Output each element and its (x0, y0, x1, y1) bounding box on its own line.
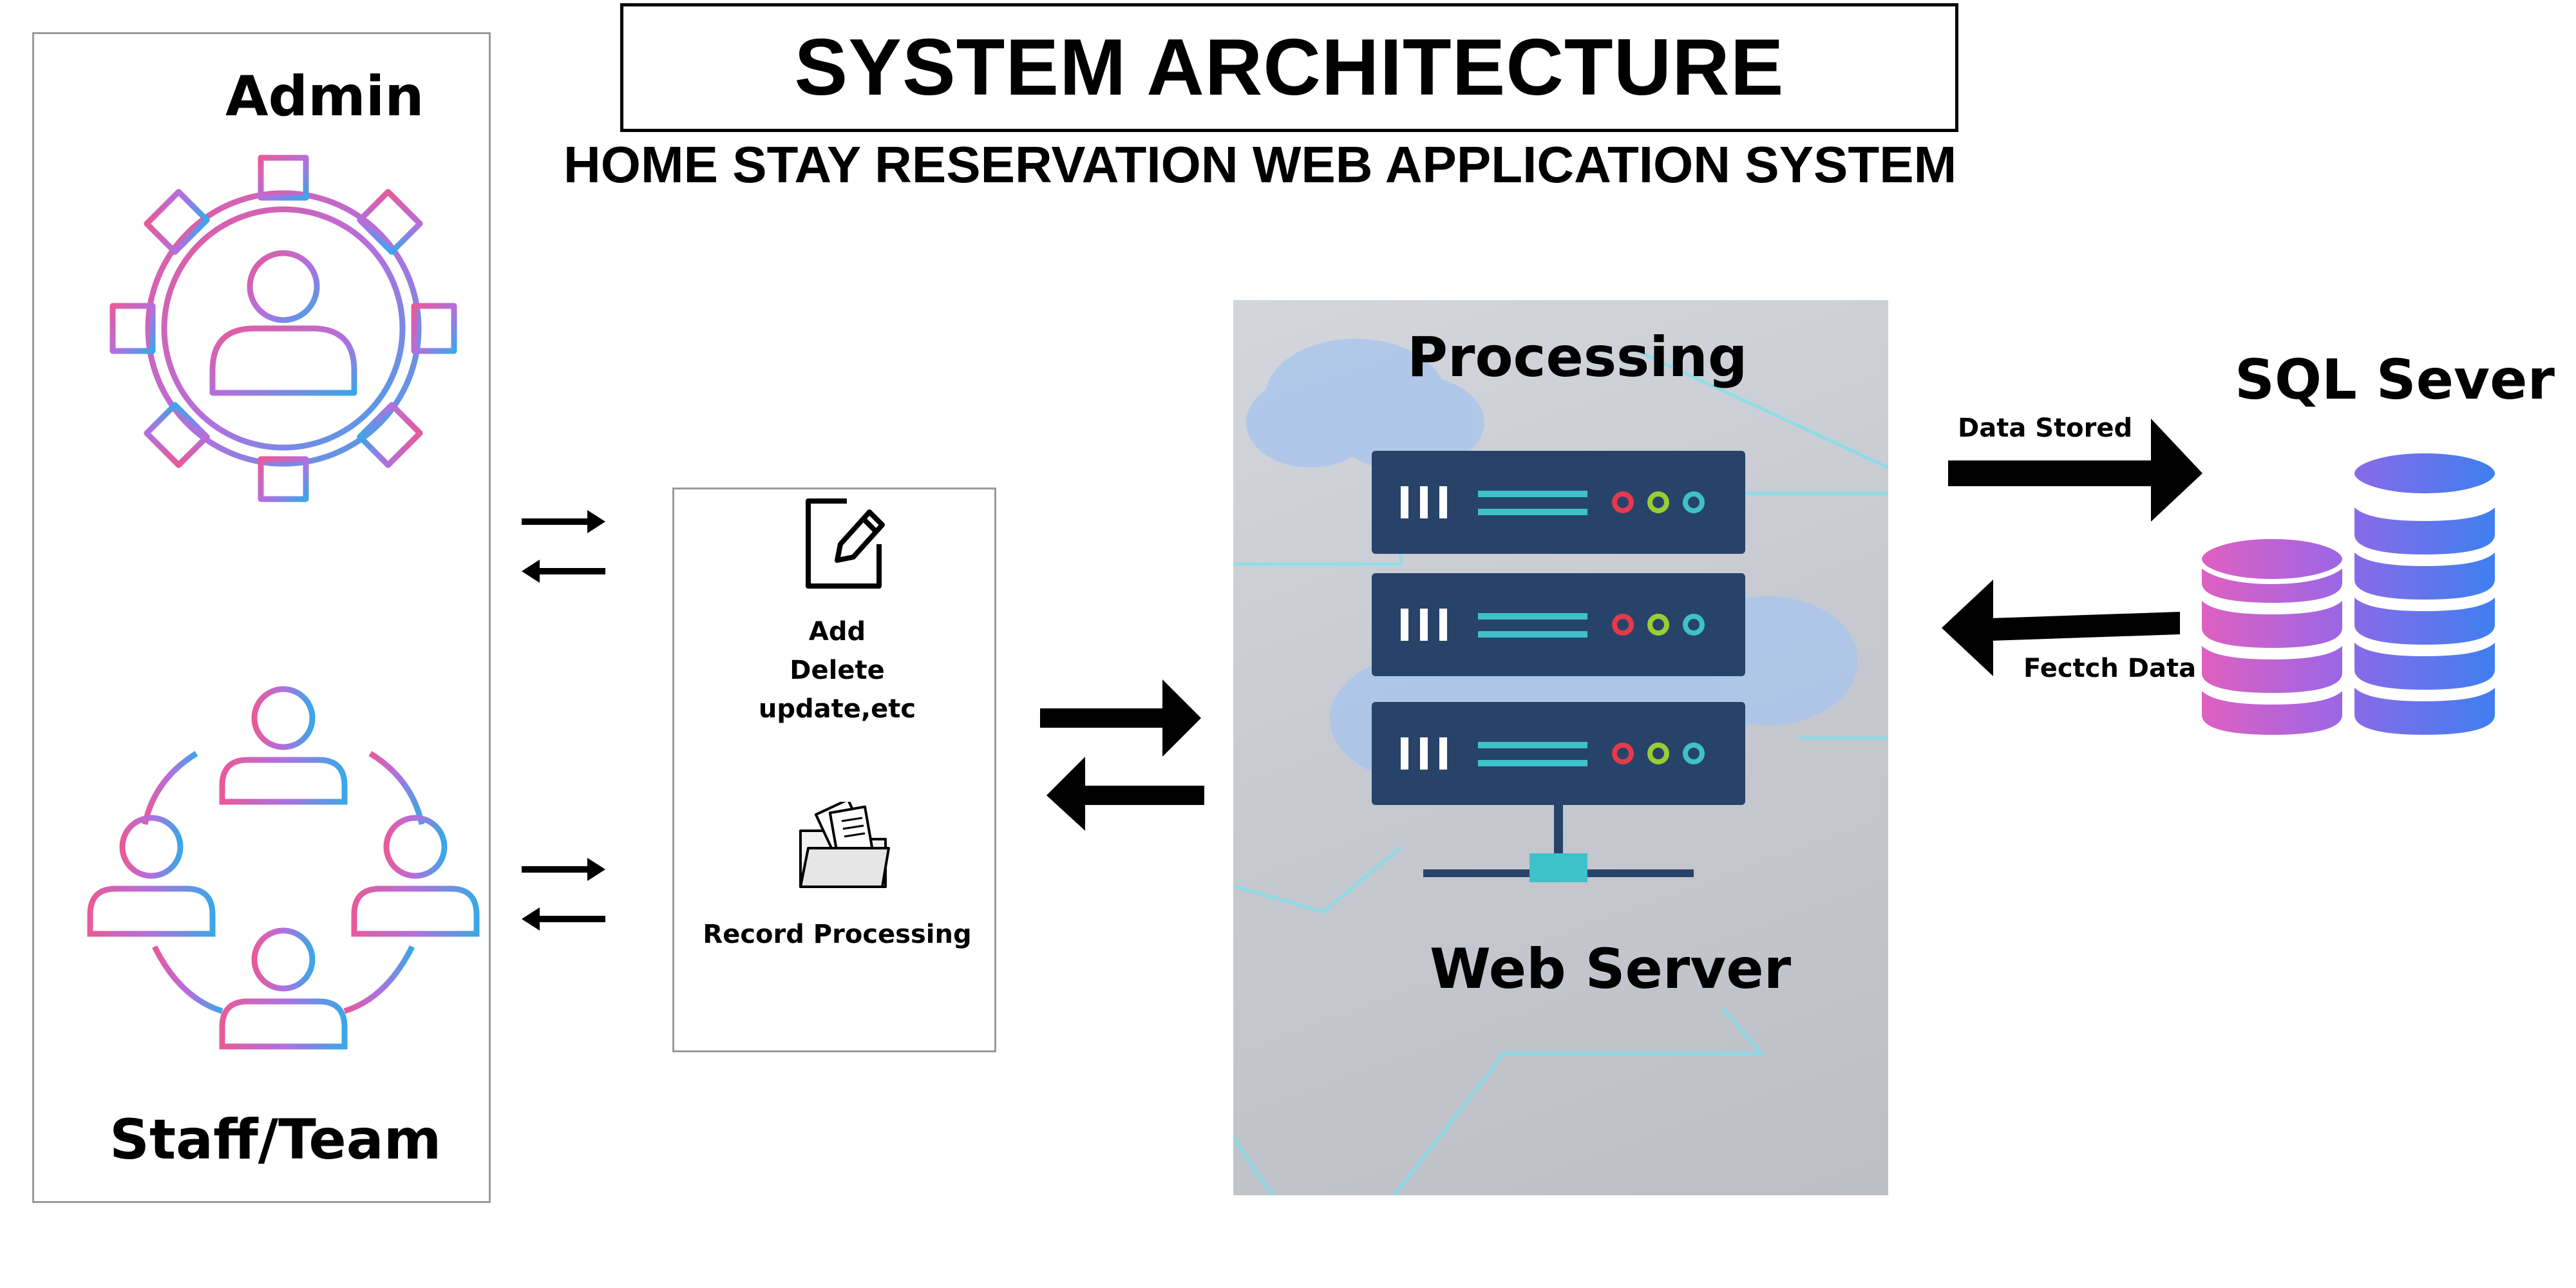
staff-exchange-arrows (522, 858, 605, 931)
record-processing-label: Record Processing (703, 920, 972, 949)
diagram-subtitle: HOME STAY RESERVATION WEB APPLICATION SY… (564, 136, 1957, 193)
fetch-data-label: Fectch Data (2023, 654, 2197, 683)
operation-update: update,etc (758, 694, 916, 724)
edit-document-icon (806, 498, 885, 589)
server-rack-icon (1372, 451, 1745, 882)
diagram-title: SYSTEM ARCHITECTURE (794, 23, 1785, 112)
admin-exchange-arrows (522, 510, 605, 583)
admin-gear-icon (109, 155, 457, 502)
database-icon (2197, 448, 2500, 741)
processing-label: Processing (1407, 325, 1748, 390)
operation-delete: Delete (790, 656, 885, 685)
sql-server-label: SQL Sever (2235, 348, 2555, 412)
data-stored-arrow (1948, 419, 2202, 522)
title-box: SYSTEM ARCHITECTURE (620, 3, 1958, 132)
fetch-data-arrow (1942, 580, 2180, 676)
data-stored-label: Data Stored (1958, 413, 2133, 443)
operations-panel (672, 488, 996, 1052)
admin-label: Admin (225, 64, 424, 129)
server-exchange-arrows (1040, 679, 1204, 831)
operation-add: Add (808, 617, 866, 647)
staff-label: Staff/Team (109, 1108, 442, 1172)
web-server-label: Web Server (1430, 937, 1792, 1001)
folder-documents-icon (799, 802, 890, 888)
team-icon (87, 686, 480, 1050)
